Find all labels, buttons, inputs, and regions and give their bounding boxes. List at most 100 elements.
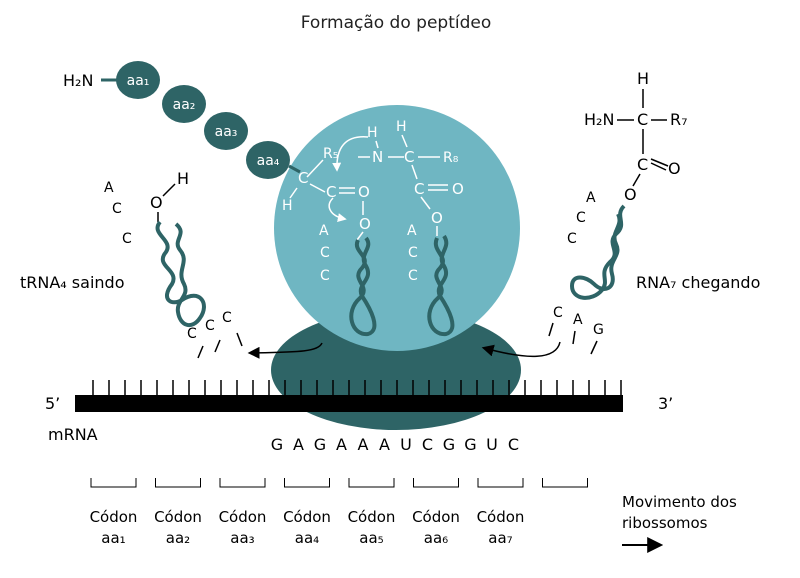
incoming-tail-c1: C [576,210,586,226]
incoming-c: C [637,110,648,129]
chem-left-c1: C [298,169,308,187]
chem-right-c1: C [404,148,414,166]
codon-word: Códon [154,508,202,526]
trna-outgoing [155,220,206,328]
amino-acid-label-4: aa₄ [257,153,280,169]
mrna-base: G [314,435,326,454]
amino-acid-bead-1 [116,61,160,99]
chem-left-h: H [282,198,293,214]
codon-brackets: Códonaa₁Códonaa₂Códonaa₃Códonaa₄Códonaa₅… [90,478,588,547]
chem-left-tail-c1: C [320,245,330,261]
chem-right-h: H [396,119,407,135]
codon-bracket [219,478,266,488]
outgoing-tail-c2: C [122,231,132,247]
amino-acid-label-2: aa₂ [173,97,196,113]
amino-acid-label-3: aa₃ [215,124,238,140]
incoming-bonds [617,89,669,187]
incoming-anticodon-2: A [573,312,583,328]
chem-left-c2: C [326,183,336,201]
chem-amine-n: N [372,148,383,166]
codon-bracket [477,478,524,488]
incoming-h2n: H₂N [584,110,614,129]
codon-word: Códon [90,508,138,526]
ribosome-large-subunit [274,105,520,351]
outgoing-anticodon-2: C [205,318,215,334]
mrna-base: U [486,435,498,454]
movement-label-line2: ribossomos [622,514,708,532]
outgoing-tail-c1: C [112,201,122,217]
outgoing-arrow [247,342,323,359]
trna-incoming [569,204,626,300]
chem-amine-h: H [367,125,378,141]
chem-left-o2: O [359,215,371,233]
codon-bracket [90,478,137,488]
incoming-tail-a: A [586,190,596,206]
incoming-tail-c2: C [567,231,577,247]
chem-right-r8: R₈ [443,150,459,166]
chem-right-o1: O [452,180,464,198]
codon-word: Códon [348,508,396,526]
mrna-base: A [358,435,369,454]
outgoing-anticodon-3: C [222,310,232,326]
mrna-strand [75,395,623,412]
peptidyl-chemistry: C R₅ H C O O A C C H N H C R₈ C O O [282,119,464,284]
mrna-ticks [92,380,622,395]
mrna-three-prime: 3’ [658,394,673,413]
codon-word: Códon [283,508,331,526]
incoming-o1: O [668,159,681,178]
codon-amino-acid: aa₆ [424,529,448,547]
mrna-base: A [336,435,347,454]
codon-bracket [284,478,330,488]
codon-word: Códon [219,508,267,526]
chain-to-ribosome-bond [288,164,301,174]
chem-left-tail-a: A [319,223,329,239]
incoming-o2: O [624,185,637,204]
outgoing-label: tRNA₄ saindo [20,273,124,292]
codon-bracket [413,478,459,488]
mrna-base: G [443,435,455,454]
mrna-base: U [400,435,412,454]
codon-amino-acid: aa₄ [295,529,319,547]
chem-left-tail-c2: C [320,268,330,284]
mrna-base: G [464,435,476,454]
codon-amino-acid: aa₇ [488,529,512,547]
amino-acid-label-1: aa₁ [127,73,150,89]
incoming-anticodon-1: C [553,305,563,321]
chain-h2n-label: H₂N [63,71,93,90]
codon-bracket [542,478,588,488]
chem-right-o2: O [431,209,443,227]
chem-left-r5: R₅ [323,146,338,162]
codon-amino-acid: aa₃ [230,529,254,547]
movement-label-line1: Movimento dos [622,493,737,511]
outgoing-h: H [177,169,189,188]
mrna-label: mRNA [48,425,98,444]
trna-peptidyl-site [349,236,377,337]
trna-aminoacyl-site [427,234,455,337]
codon-amino-acid: aa₂ [166,529,190,547]
mrna-base: G [271,435,283,454]
mrna-base: A [379,435,390,454]
codon-word: Códon [412,508,460,526]
mrna-five-prime: 5’ [45,394,60,413]
incoming-anticodon-3: G [593,322,604,338]
chem-right-tail-c1: C [408,245,418,261]
chem-right-tail-a: A [407,223,417,239]
chem-right-tail-c2: C [408,268,418,284]
amino-acid-bead-4 [246,141,290,179]
outgoing-anticodon-1: C [187,326,197,342]
incoming-arrow [481,341,561,358]
chem-left-o1: O [358,183,370,201]
codon-word: Códon [477,508,525,526]
diagram-title: Formação do peptídeo [301,13,492,33]
outgoing-o: O [150,193,163,212]
incoming-label: RNA₇ chegando [636,273,760,292]
mrna-base: A [293,435,304,454]
incoming-c2: C [637,155,648,174]
codon-bracket [155,478,201,488]
amino-acid-bead-2 [162,85,206,123]
amino-acid-bead-3 [204,112,248,150]
codon-amino-acid: aa₅ [359,529,383,547]
